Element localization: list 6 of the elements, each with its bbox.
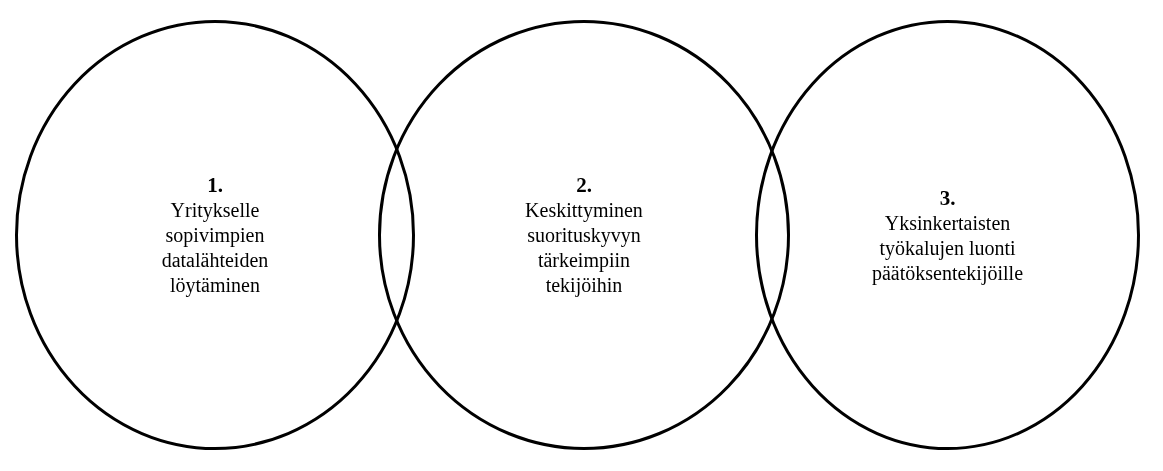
step-number: 1. xyxy=(207,172,223,198)
step-number: 3. xyxy=(939,184,956,211)
step-number: 2. xyxy=(576,172,592,198)
step-description: Keskittyminen suorituskyvyn tärkeimpiin tekijöihin xyxy=(524,198,644,298)
step-description: Yksinkertaisten työkalujen luonti päätöksentekijöille xyxy=(870,210,1025,286)
step-description: Yritykselle sopivimpien datalähteiden löytäminen xyxy=(160,198,270,298)
